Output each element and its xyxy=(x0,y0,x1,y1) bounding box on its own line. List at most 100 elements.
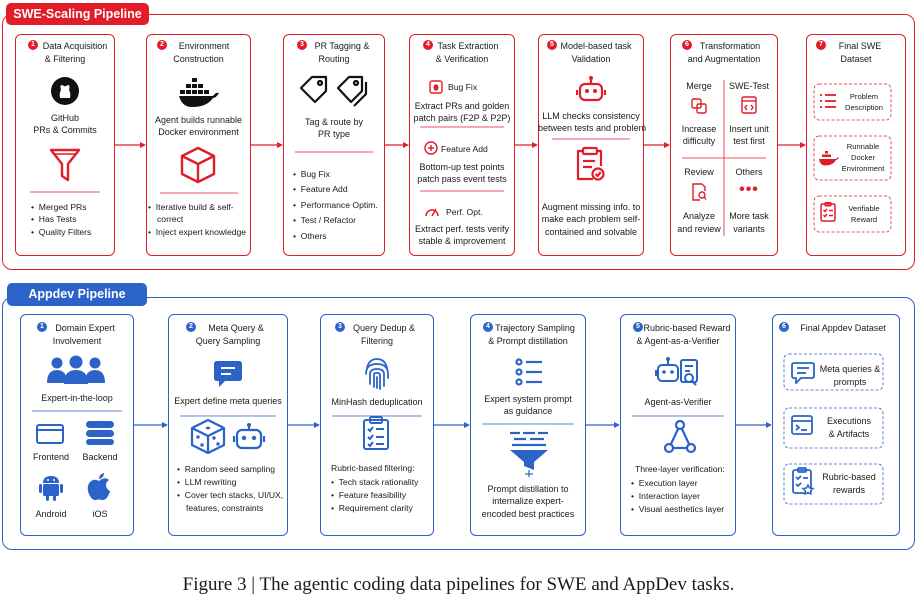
swe-stage-4-number xyxy=(423,40,433,50)
swe-stage-7-number-text: 7 xyxy=(819,41,823,48)
swe-stage-6-cell-1-label: Merge xyxy=(686,81,712,91)
app-stage-6-number-text: 6 xyxy=(782,323,786,330)
swe-stage-5-desc2-line1: Augment missing info. to xyxy=(541,202,641,212)
app-flow-arrows xyxy=(32,353,884,505)
swe-stage-6-box xyxy=(670,34,778,256)
swe-pipeline-title-badge xyxy=(6,3,149,25)
swe-stage-4-item-3-desc-line2: stable & improvement xyxy=(418,236,506,246)
swe-stage-3-bullet-2: • Feature Add xyxy=(293,184,348,194)
app-pipeline-frame xyxy=(2,297,915,550)
robot-icon-app xyxy=(232,423,266,450)
app-pipeline-title: Appdev Pipeline xyxy=(28,287,126,301)
code-window-icon xyxy=(741,96,757,114)
app-stage-3-bullet-1: • Tech stack rationality xyxy=(331,477,419,487)
app-stage-2-bullet-1: • Random seed sampling xyxy=(177,464,276,474)
app-stage-4-desc-line1: Expert system prompt xyxy=(484,394,572,404)
swe-stage-6-number xyxy=(682,40,692,50)
swe-stage-1-number-text: 1 xyxy=(31,41,35,48)
app-stage-5-number-text: 5 xyxy=(636,323,640,330)
app-stage-5-box xyxy=(620,314,736,536)
swe-stage-6-cell-3-label: Review xyxy=(684,167,714,177)
app-stage-4-number-text: 4 xyxy=(486,323,490,330)
figure-caption: Figure 3 | The agentic coding data pipel… xyxy=(182,574,735,595)
swe-flow-arrows xyxy=(30,80,892,236)
app-stage-3-bullet-3: • Requirement clarity xyxy=(331,503,413,513)
app-stage-3-number-text: 3 xyxy=(338,323,342,330)
plus-icon xyxy=(424,141,438,155)
swe-stage-6-cell-2-desc-line2: test first xyxy=(733,136,765,146)
swe-stage-7-item-1-line2: Description xyxy=(845,103,883,112)
swe-stage-3-box xyxy=(283,34,385,256)
app-stage-5-bullet-2: • Interaction layer xyxy=(631,491,700,501)
people-icon xyxy=(47,355,105,384)
swe-stage-5-title-line2: Validation xyxy=(571,54,611,64)
app-stage-2-box xyxy=(168,314,288,536)
swe-stage-2-bullet-1: • Iterative build & self- xyxy=(148,202,234,212)
swe-stage-3-number-text: 3 xyxy=(300,41,304,48)
swe-stage-2-desc-line2: Docker environment xyxy=(158,127,239,137)
app-stage-1-box xyxy=(20,314,134,536)
app-stage-5-desc: Agent-as-Verifier xyxy=(644,397,712,407)
swe-pipeline-title: SWE-Scaling Pipeline xyxy=(13,7,142,21)
clipboard-check-icon xyxy=(576,146,605,181)
app-stage-5-bullet-3: • Visual aesthetics layer xyxy=(631,504,725,514)
reward-clipboard-icon xyxy=(792,467,815,495)
swe-stage-2-number xyxy=(157,40,167,50)
app-stage-3-sub: Rubric-based filtering: xyxy=(331,463,415,473)
ordered-list-icon xyxy=(515,358,542,386)
swe-stage-6-cell-2-desc-line1: Insert unit xyxy=(729,124,769,134)
swe-stage-2-bullet-1-cont: correct xyxy=(157,214,184,224)
swe-stage-1-title-line1: Data Acquisition xyxy=(42,41,108,51)
swe-stage-7-item-2-line1: Runnable xyxy=(846,142,880,151)
swe-stage-2-title-line1: Environment xyxy=(178,41,230,51)
swe-stage-1-icon-label-line1: GitHub xyxy=(50,113,79,123)
app-stage-6-item-1-line1: Meta queries & xyxy=(819,364,881,374)
app-stage-1-platform-frontend: Frontend xyxy=(32,452,70,462)
app-stage-4-desc-line2: as guidance xyxy=(503,406,553,416)
app-stage-3-bullet-2: • Feature feasibility xyxy=(331,490,407,500)
tags-icon xyxy=(299,75,368,107)
app-stage-2-number xyxy=(186,322,196,332)
swe-stage-1-bullet-2: • Has Tests xyxy=(31,214,77,224)
bug-icon xyxy=(429,80,443,94)
app-stage-6-item-2-line1: Executions xyxy=(826,416,872,426)
app-stage-4-desc2-line2: internalize expert- xyxy=(492,496,564,506)
prompt-bubble-icon xyxy=(791,362,815,384)
swe-stage-4-number-text: 4 xyxy=(426,41,430,48)
document-search-icon xyxy=(692,183,707,201)
swe-stage-6-cell-1-desc-line1: Increase xyxy=(681,124,717,134)
app-stage-5-title-line2: & Agent-as-a-Verifier xyxy=(636,336,720,346)
swe-stage-3-bullet-1: • Bug Fix xyxy=(293,169,330,179)
swe-stage-7-title-line2: Dataset xyxy=(840,54,872,64)
swe-stage-3-number xyxy=(297,40,307,50)
app-stage-6-number xyxy=(779,322,789,332)
app-stage-4-number xyxy=(483,322,493,332)
swe-stage-1-icon-label-line2: PRs & Commits xyxy=(33,125,97,135)
swe-stage-6-cell-4-desc-line2: variants xyxy=(733,224,765,234)
app-stage-4-desc2-line3: encoded best practices xyxy=(481,509,575,519)
swe-stage-1-box xyxy=(15,34,115,256)
swe-stage-4-item-2-desc-line1: Bottom-up test points xyxy=(419,162,505,172)
fingerprint-icon xyxy=(365,358,389,390)
swe-stage-6-cell-4-label: Others xyxy=(735,167,763,177)
speedometer-icon xyxy=(425,208,439,217)
swe-stage-4-item-3-label: Perf. Opt. xyxy=(446,207,483,217)
dice-icon xyxy=(190,418,226,454)
swe-stage-5-desc-line1: LLM checks consistency xyxy=(542,111,640,121)
swe-stage-3-bullet-3: • Performance Optim. xyxy=(293,200,378,210)
swe-stage-7-item-2-line2: Docker xyxy=(850,153,876,162)
app-stage-1-number-text: 1 xyxy=(40,323,44,330)
distill-funnel-icon xyxy=(510,431,548,477)
agent-verifier-icon xyxy=(655,357,698,386)
swe-stage-5-desc-line2: between tests and problem xyxy=(538,123,647,133)
swe-stage-3-title-line2: Routing xyxy=(318,54,350,64)
swe-stage-2-number-text: 2 xyxy=(160,41,164,48)
swe-stage-2-box xyxy=(146,34,251,256)
swe-stage-4-item-2-label: Feature Add xyxy=(441,144,488,154)
app-stage-2-number-text: 2 xyxy=(189,323,193,330)
swe-stage-1-number xyxy=(28,40,38,50)
app-stage-4-title-line1: Trajectory Sampling xyxy=(495,323,575,333)
app-stage-3-number xyxy=(335,322,345,332)
swe-stage-5-box xyxy=(538,34,644,256)
swe-stage-4-item-1-label: Bug Fix xyxy=(448,82,478,92)
